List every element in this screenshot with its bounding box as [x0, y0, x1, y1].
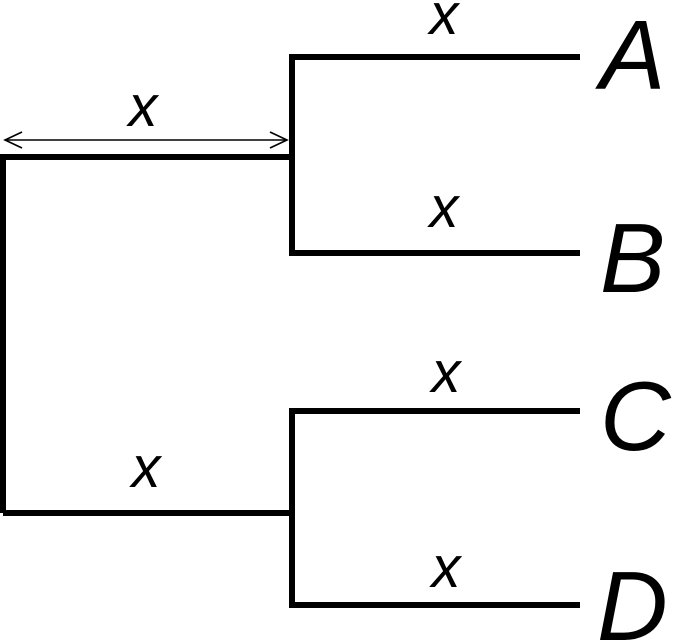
taxon-c: C [600, 361, 672, 471]
label-root-to-ab: x [126, 74, 160, 139]
arrowhead-right [269, 131, 289, 149]
label-to-c: x [429, 340, 463, 405]
root-branch-ab [0, 154, 292, 513]
taxon-a: A [595, 0, 665, 110]
label-root-to-cd: x [129, 435, 163, 500]
label-to-b: x [427, 175, 461, 240]
arrowhead-left [3, 131, 23, 149]
label-to-d: x [429, 535, 463, 600]
taxon-d: D [597, 551, 668, 642]
label-to-a: x [427, 0, 461, 47]
branch-length-arrow [3, 131, 289, 149]
taxon-b: B [600, 203, 665, 313]
